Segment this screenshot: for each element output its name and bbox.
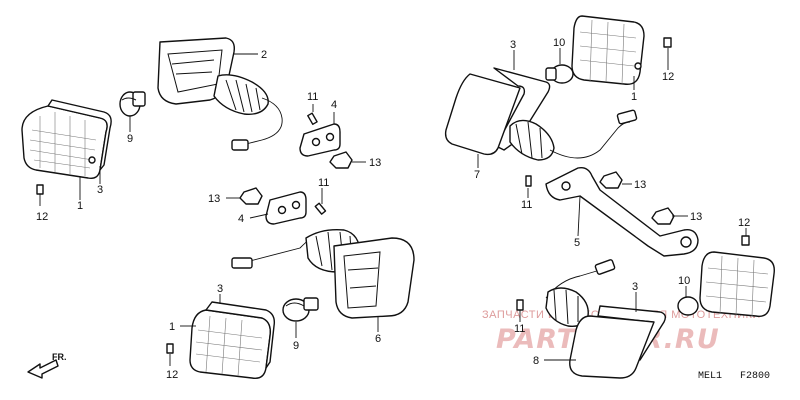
callout-11: 11	[514, 323, 525, 335]
grommet-middle-left	[239, 187, 327, 225]
callout-13: 13	[634, 179, 646, 191]
lens-assembly-upper-left	[21, 99, 112, 195]
grommet-upper-center	[299, 112, 353, 169]
lens-lower-right	[677, 235, 775, 317]
callout-4: 4	[331, 99, 337, 111]
housing-lower-right	[516, 259, 667, 379]
leader-lines	[39, 48, 747, 366]
callout-13: 13	[208, 193, 220, 205]
callout-3: 3	[510, 39, 516, 51]
callout-11: 11	[521, 199, 532, 211]
callout-numbers: 1 3 12 2 9 11 4 13 13 4 11 6 9 1 3 12 3 …	[36, 37, 750, 381]
housing-middle	[231, 228, 415, 319]
callout-12: 12	[36, 211, 48, 223]
callout-5: 5	[574, 237, 580, 249]
callout-10: 10	[678, 275, 690, 287]
lens-assembly-lower-left	[166, 301, 276, 379]
callout-1: 1	[169, 321, 175, 333]
diagram-code: MEL1 F2800	[698, 371, 770, 382]
callout-2: 2	[261, 49, 267, 61]
callout-10: 10	[553, 37, 565, 49]
callout-7: 7	[474, 169, 480, 181]
callout-3: 3	[97, 184, 103, 196]
callout-12: 12	[662, 71, 674, 83]
callout-3: 3	[217, 283, 223, 295]
callout-9: 9	[127, 133, 133, 145]
callout-8: 8	[533, 355, 539, 367]
callout-13: 13	[369, 157, 381, 169]
bulb-upper-right	[545, 64, 574, 84]
callout-11: 11	[318, 177, 329, 189]
lens-upper-right	[571, 15, 672, 85]
callout-4: 4	[238, 213, 244, 225]
callout-12: 12	[166, 369, 178, 381]
callout-1: 1	[77, 200, 83, 212]
front-direction-label: FR.	[52, 352, 67, 362]
diagram-code-left: MEL1	[698, 371, 722, 382]
diagram-code-right: F2800	[740, 371, 770, 382]
callout-13: 13	[690, 211, 702, 223]
callout-12: 12	[738, 217, 750, 229]
bulb-lower	[282, 297, 319, 322]
callout-6: 6	[375, 333, 381, 345]
housing-upper-left	[157, 37, 283, 151]
front-direction-indicator: FR.	[27, 352, 67, 379]
bracket-stay	[525, 166, 699, 257]
callout-11: 11	[307, 91, 318, 103]
housing-upper-right	[444, 67, 638, 161]
bulb-upper	[119, 91, 146, 117]
callout-3: 3	[632, 281, 638, 293]
callout-1: 1	[631, 91, 637, 103]
callout-9: 9	[293, 340, 299, 352]
